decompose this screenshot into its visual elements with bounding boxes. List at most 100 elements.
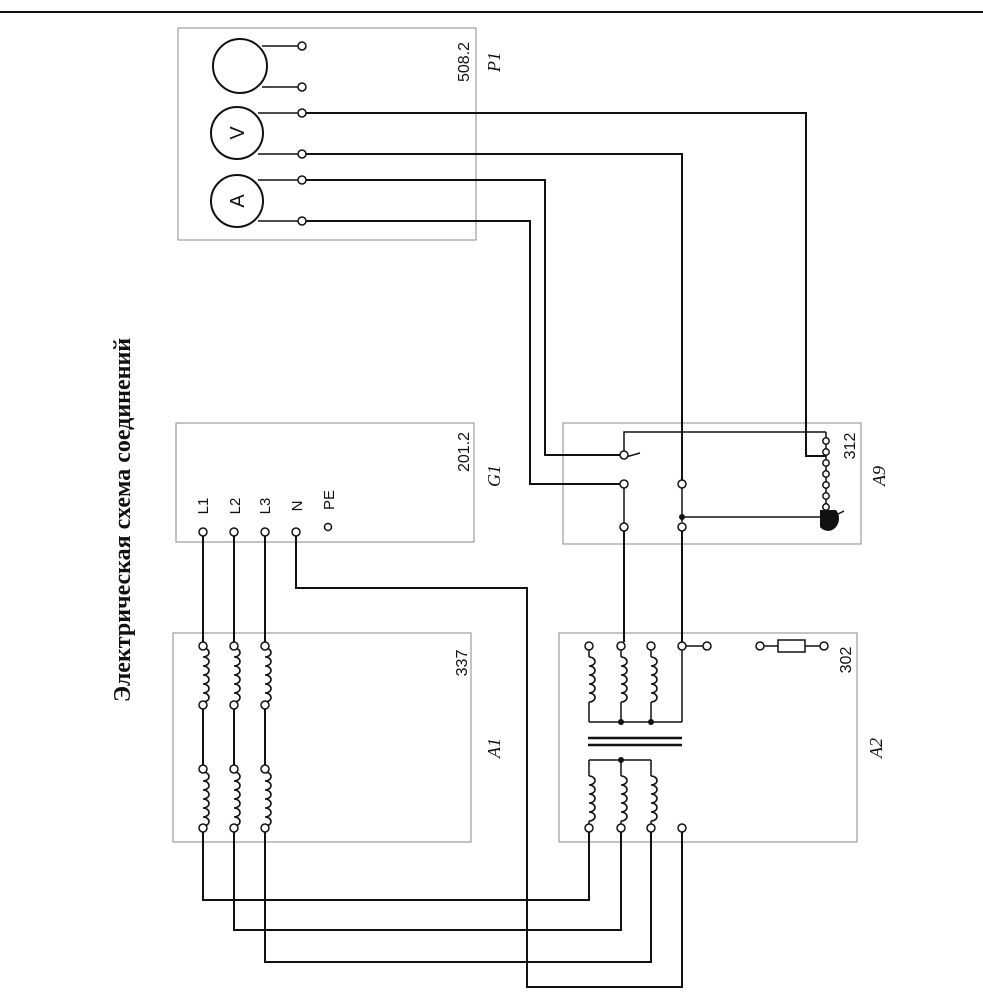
terminal[interactable] <box>260 641 270 651</box>
inductor-icon <box>264 771 272 827</box>
terminal-pe[interactable] <box>323 522 333 532</box>
terminal-l3[interactable] <box>260 527 270 537</box>
block-a2: 302 A2 <box>558 632 886 843</box>
ammeter-symbol: A <box>227 194 249 208</box>
tap <box>822 459 830 467</box>
terminal[interactable] <box>260 823 270 833</box>
transformer-winding-icon <box>650 656 658 703</box>
terminal[interactable] <box>584 823 594 833</box>
terminal[interactable] <box>198 823 208 833</box>
terminal[interactable] <box>646 641 656 651</box>
tap <box>822 448 830 456</box>
terminal[interactable] <box>229 641 239 651</box>
block-a1: 337 A1 <box>172 632 504 843</box>
terminal[interactable] <box>198 764 208 774</box>
wire <box>306 112 826 457</box>
inductor-icon <box>233 771 241 827</box>
wire <box>202 832 590 901</box>
tap <box>822 470 830 478</box>
transformer-winding-icon <box>620 775 628 822</box>
terminal-label-l3: L3 <box>257 498 274 515</box>
wire <box>306 220 620 485</box>
block-g1: 201.2 G1 L1 L2 L3 N PE <box>175 422 504 543</box>
terminal[interactable] <box>297 216 307 226</box>
wire <box>233 832 622 931</box>
block-a2-frame <box>558 632 858 843</box>
inductor-icon <box>233 647 241 703</box>
junction <box>648 719 654 725</box>
terminal[interactable] <box>677 479 687 489</box>
terminal[interactable] <box>819 641 829 651</box>
terminal[interactable] <box>260 700 270 710</box>
terminal[interactable] <box>297 41 307 51</box>
voltmeter-icon <box>210 106 264 160</box>
terminal[interactable] <box>619 522 629 532</box>
terminal[interactable] <box>260 764 270 774</box>
transformer-winding-icon <box>650 775 658 822</box>
inductor-icon <box>202 647 210 703</box>
terminal-label-l1: L1 <box>195 498 212 515</box>
terminal[interactable] <box>702 641 712 651</box>
terminal[interactable] <box>755 641 765 651</box>
tap <box>822 492 830 500</box>
inductor-icon <box>202 771 210 827</box>
terminal-l2[interactable] <box>229 527 239 537</box>
junction <box>679 514 685 520</box>
terminal[interactable] <box>616 641 626 651</box>
junction <box>618 757 624 763</box>
terminal[interactable] <box>229 764 239 774</box>
interconnect-wires <box>202 112 826 988</box>
terminal-label-n: N <box>289 501 306 512</box>
block-p1-code: 508.2 <box>456 42 473 82</box>
tap <box>822 481 830 489</box>
block-p1: 508.2 P1 V A <box>177 27 504 241</box>
block-p1-ref: P1 <box>484 52 504 73</box>
inductor-icon <box>264 647 272 703</box>
wire <box>295 536 683 988</box>
terminal[interactable] <box>584 641 594 651</box>
block-g1-ref: G1 <box>484 465 504 487</box>
wire <box>306 153 683 480</box>
ammeter-icon <box>210 174 264 228</box>
terminal[interactable] <box>677 823 687 833</box>
block-p1-frame <box>177 27 477 241</box>
block-g1-code: 201.2 <box>456 432 473 472</box>
terminal[interactable] <box>297 175 307 185</box>
terminal-l1[interactable] <box>198 527 208 537</box>
terminal[interactable] <box>677 641 687 651</box>
wire <box>306 179 620 456</box>
block-a9-ref: A9 <box>869 466 889 487</box>
transformer-winding-icon <box>620 656 628 703</box>
terminal[interactable] <box>229 700 239 710</box>
terminal[interactable] <box>616 823 626 833</box>
junction <box>618 719 624 725</box>
terminal[interactable] <box>229 823 239 833</box>
terminal[interactable] <box>677 522 687 532</box>
tap <box>822 437 830 445</box>
meter-circle-unlabeled <box>212 38 268 94</box>
block-a1-code: 337 <box>454 650 471 677</box>
terminal[interactable] <box>198 700 208 710</box>
terminal[interactable] <box>297 149 307 159</box>
block-a9-code: 312 <box>842 433 859 460</box>
rheostat-slider-icon[interactable] <box>820 510 840 531</box>
terminal[interactable] <box>646 823 656 833</box>
block-a2-ref: A2 <box>866 738 886 759</box>
tap <box>822 503 830 511</box>
terminal[interactable] <box>619 479 629 489</box>
transformer-winding-icon <box>588 656 596 703</box>
block-a1-frame <box>172 632 472 843</box>
wire <box>264 832 652 963</box>
block-g1-frame <box>175 422 475 543</box>
terminal[interactable] <box>297 108 307 118</box>
transformer-winding-icon <box>588 775 596 822</box>
block-a1-ref: A1 <box>484 738 504 759</box>
terminal[interactable] <box>619 450 629 460</box>
terminal[interactable] <box>297 82 307 92</box>
resistor-icon <box>777 639 806 653</box>
voltmeter-symbol: V <box>227 126 249 140</box>
terminal[interactable] <box>198 641 208 651</box>
terminal-n[interactable] <box>291 527 301 537</box>
terminal-label-pe: PE <box>321 490 338 510</box>
